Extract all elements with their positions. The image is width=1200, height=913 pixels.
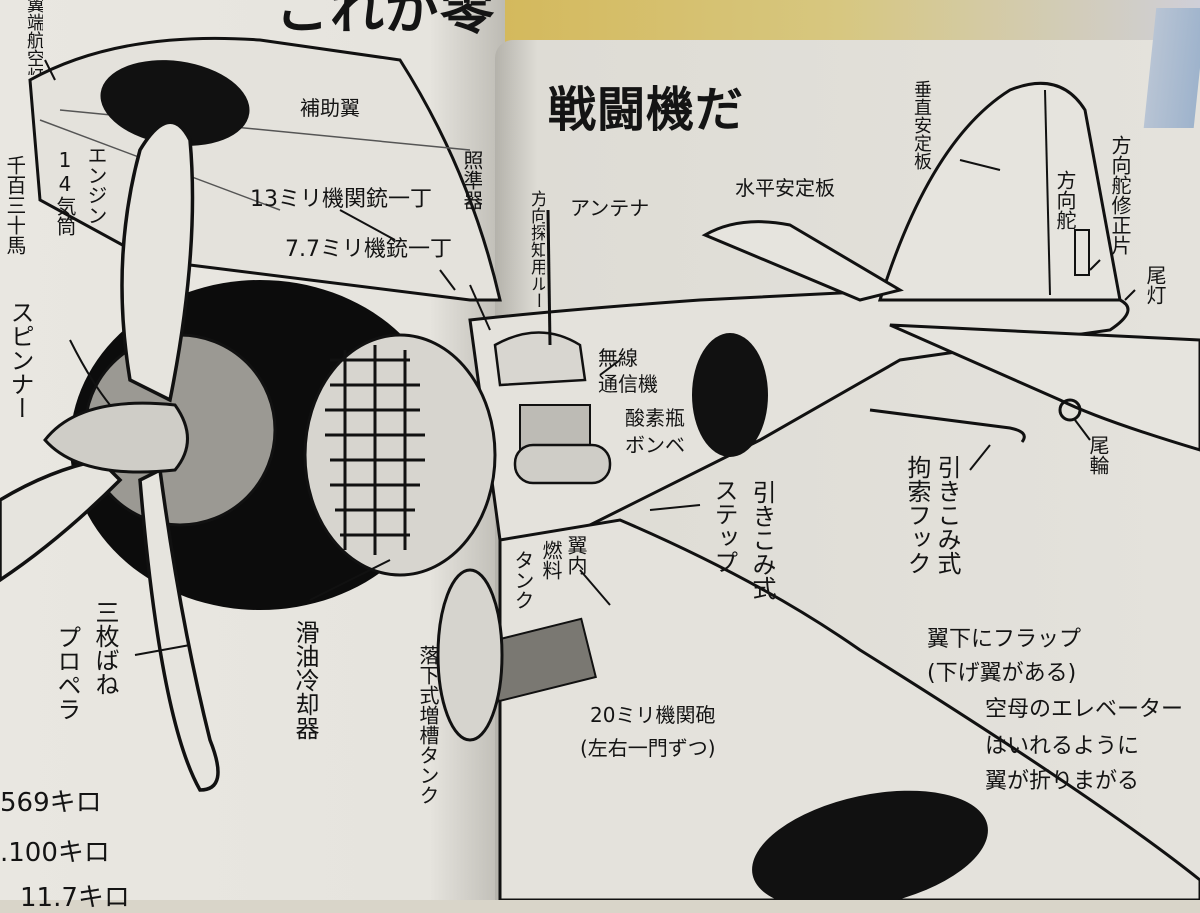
label-nav-light: 翼端航空灯(青) [25,0,43,75]
label-fold-2: はいれるように [985,734,1140,759]
label-direction-finder: 方向探知用ループアンテナ [528,190,545,310]
label-gun-13mm: 13ミリ機関銃一丁 [250,187,432,212]
radio-unit [519,404,591,451]
label-radio-2: 通信機 [598,372,658,396]
label-spinner: スピンナー [6,300,34,420]
label-hook-2: 拘索フック [903,455,931,575]
label-engine-spec: 14気筒 [53,148,77,236]
label-cannon-1: 20ミリ機関砲 [590,703,716,727]
label-gun-7-7mm: 7.7ミリ機銃一丁 [285,237,452,262]
label-oxygen-2: ボンベ [625,433,685,457]
label-flap-1: 翼下にフラップ [927,627,1082,652]
label-tail-light: 尾灯 [1143,265,1167,305]
spec-weight: 569キロ [0,788,102,818]
label-fold-1: 空母のエレベーター [985,697,1184,722]
fuselage-hinomaru [692,333,768,457]
label-rudder: 方向舵 [1053,170,1077,230]
label-hook-1: 引きこみ式 [933,455,961,575]
spec-weight-2: .100キロ [0,838,110,868]
label-step-2: ステップ [710,478,738,574]
label-fold-3: 翼が折りまがる [985,769,1140,794]
label-oil-cooler: 滑油冷却器 [291,620,319,740]
label-horizontal-stabilizer: 水平安定板 [735,176,835,200]
label-wing-fuel-3: タンク [511,550,535,610]
propeller-blade-bottom [138,467,220,792]
rudder-tab [1074,229,1090,276]
label-engine: エンジン [84,145,108,225]
tail-wheel [1058,398,1082,422]
label-flap-2: (下げ翼がある) [927,661,1077,686]
arresting-hook [869,408,1026,443]
wing-hinomaru-left [100,60,250,146]
callout-lines [44,59,1136,656]
label-tail-wheel: 尾輪 [1086,435,1110,475]
label-wing-fuel-1: 翼内 [564,535,588,575]
label-engine-power: 千百三十馬 [5,155,25,255]
right-wing [498,518,1200,900]
vertical-tail [877,81,1122,302]
engine-detail [325,345,425,555]
label-step-1: 引きこみ式 [748,480,776,600]
label-drop-tank: 落下式増槽タンク [416,645,440,805]
label-wing-fuel-2: 燃料 [539,540,563,580]
label-propeller-2: プロペラ [53,625,81,721]
label-sight: 照準器 [462,150,482,210]
propeller-blade-top [120,120,195,403]
title-right: 戦闘機だ [548,82,745,138]
oxygen-bottle [513,443,612,485]
wing-hinomaru-right [752,790,988,900]
label-propeller-1: 三枚ばね [91,600,119,696]
drop-tank [436,568,504,742]
horizontal-stabilizer-right [889,323,1200,452]
canopy [493,331,587,387]
label-cannon-2: (左右一門ずつ) [580,736,716,760]
engine-cylinders [303,333,497,577]
propeller-blade-left [0,458,123,583]
label-oxygen-1: 酸素瓶 [625,406,685,430]
spec-length: 11.7キロ [20,883,130,913]
label-antenna: アンテナ [570,196,650,220]
spinner [43,401,189,474]
label-aileron: 補助翼 [300,96,360,120]
label-radio-1: 無線 [598,346,638,370]
label-rudder-tab: 方向舵修正片 [1108,135,1132,255]
label-vertical-stabilizer: 垂直安定板 [911,80,932,170]
horizontal-stabilizer-left [701,220,904,302]
fuselage [468,288,1130,542]
title-left-fragment: これが零 [275,0,495,41]
